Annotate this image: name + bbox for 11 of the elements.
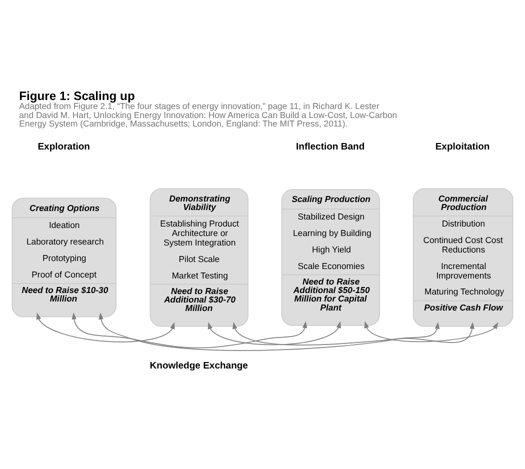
arrow [72, 312, 308, 348]
diagram-title: Figure 1: Scaling up [19, 88, 135, 102]
arrow [232, 321, 475, 345]
label: Inflection Band [296, 141, 365, 152]
arrow [364, 320, 498, 342]
arrow [36, 312, 175, 342]
arrow [208, 320, 341, 345]
label: Exploitation [435, 141, 490, 152]
arrow [98, 312, 440, 350]
label: Exploration [38, 141, 90, 152]
label: Knowledge Exchange [150, 360, 248, 372]
